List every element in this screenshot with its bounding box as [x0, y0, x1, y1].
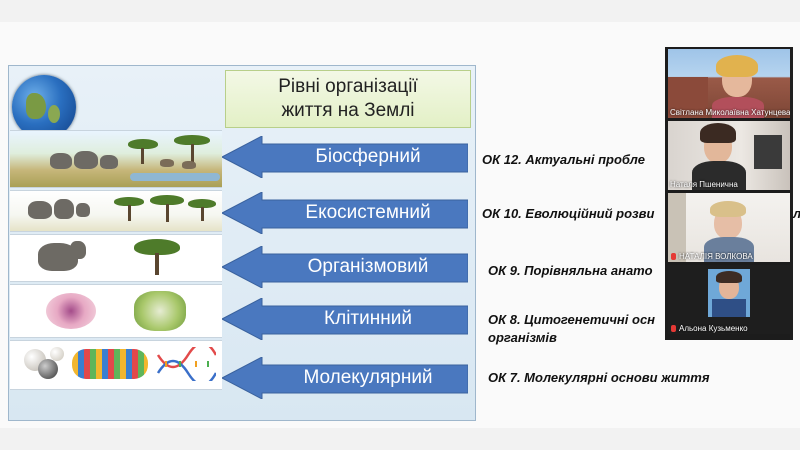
top-band — [0, 0, 800, 22]
level-label-organism: Організмовий — [307, 256, 429, 277]
arrow-cell: Клітинний — [222, 298, 468, 340]
arrow-organism: Організмовий — [222, 246, 468, 288]
level-label-biosphere: Біосферний — [315, 146, 421, 167]
participant-name-2: Наталя Пшенична — [670, 180, 738, 189]
course-label-ok7: ОК 7. Молекулярні основи життя — [488, 370, 710, 385]
course-label-ok12: ОК 12. Актуальні пробле — [482, 152, 645, 167]
ecosystem-image — [10, 190, 222, 232]
arrow-molecular: Молекулярний — [222, 357, 468, 399]
participant-tile-1[interactable]: Світлана Миколаївна Хатунцева — [668, 49, 790, 118]
cell-image — [10, 284, 222, 338]
molecule-image — [10, 340, 222, 390]
participant-tile-3[interactable]: НАТАЛІЯ ВОЛКОВА — [668, 193, 790, 262]
course-label-ok9: ОК 9. Порівняльна анато — [488, 263, 653, 278]
muted-mic-icon — [671, 253, 676, 260]
participant-name-4: Альона Кузьменко — [679, 324, 748, 333]
arrow-ecosystem: Екосистемний — [222, 192, 468, 234]
course-label-ok8: ОК 8. Цитогенетичні осн — [488, 312, 656, 327]
course-label-ok10-tail: л — [793, 206, 800, 221]
participant-tile-2[interactable]: Наталя Пшенична — [668, 121, 790, 190]
arrow-biosphere: Біосферний — [222, 136, 468, 178]
course-label-ok8-line2: організмів — [488, 330, 557, 345]
participant-name-1: Світлана Миколаївна Хатунцева — [670, 108, 790, 117]
level-label-ecosystem: Екосистемний — [305, 202, 431, 223]
slide-title-box: Рівні організації життя на Землі — [225, 70, 471, 128]
participant-name-3: НАТАЛІЯ ВОЛКОВА — [679, 252, 753, 261]
savanna-biosphere-image — [10, 130, 222, 188]
course-label-ok10: ОК 10. Еволюційний розви — [482, 206, 655, 221]
slide-title-line2: життя на Землі — [281, 100, 415, 121]
organism-image — [10, 234, 222, 282]
muted-mic-icon — [671, 325, 676, 332]
slide-title-line1: Рівні організації — [278, 76, 418, 97]
participant-tile-4[interactable]: Альона Кузьменко — [668, 265, 790, 334]
level-label-molecular: Молекулярний — [303, 367, 433, 388]
bottom-band — [0, 428, 800, 450]
level-label-cell: Клітинний — [324, 308, 412, 329]
globe-image — [12, 75, 76, 139]
